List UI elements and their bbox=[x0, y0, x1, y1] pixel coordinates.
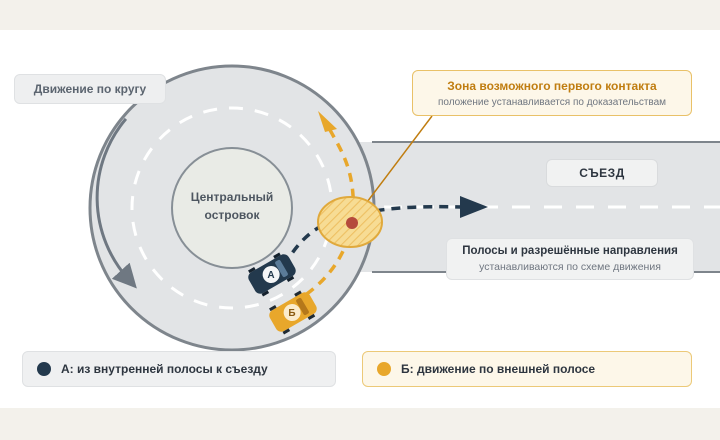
vehicle-b bbox=[269, 290, 317, 335]
exit-label: СЪЕЗД bbox=[546, 159, 658, 187]
contact-zone-subtitle: положение устанавливается по доказательс… bbox=[437, 96, 667, 108]
contact-zone-center bbox=[346, 217, 358, 229]
legend-b-dot bbox=[377, 362, 391, 376]
vehicle-b-arrowhead bbox=[318, 111, 337, 132]
vehicle-a-letter: А bbox=[267, 270, 274, 281]
circulation-arrow bbox=[95, 117, 137, 289]
central-island-label-line2: островок bbox=[204, 208, 260, 222]
contact-zone-title: Зона возможного первого контакта bbox=[447, 78, 657, 93]
contact-zone-callout: Зона возможного первого контакта положен… bbox=[412, 70, 692, 116]
vehicle-b-letter: Б bbox=[288, 308, 295, 319]
lanes-callout: Полосы и разрешённые направления устанав… bbox=[446, 238, 694, 280]
vehicle-a-arrowhead bbox=[460, 196, 488, 218]
lanes-title: Полосы и разрешённые направления bbox=[462, 245, 678, 257]
central-island-label-line1: Центральный bbox=[190, 190, 274, 204]
legend-a-text: А: из внутренней полосы к съезду bbox=[61, 362, 268, 376]
legend-a-dot bbox=[37, 362, 51, 376]
legend-vehicle-b: Б: движение по внешней полосе bbox=[362, 351, 692, 387]
legend-vehicle-a: А: из внутренней полосы к съезду bbox=[22, 351, 336, 387]
vehicle-a bbox=[248, 252, 296, 297]
central-island-shape bbox=[171, 147, 293, 269]
central-island-label: Центральный островок bbox=[176, 178, 288, 234]
vehicle-b-path bbox=[292, 129, 356, 305]
lanes-subtitle: устанавливаются по схеме движения bbox=[479, 261, 661, 273]
legend-b-text: Б: движение по внешней полосе bbox=[401, 362, 596, 376]
circulation-label: Движение по кругу bbox=[14, 74, 166, 104]
